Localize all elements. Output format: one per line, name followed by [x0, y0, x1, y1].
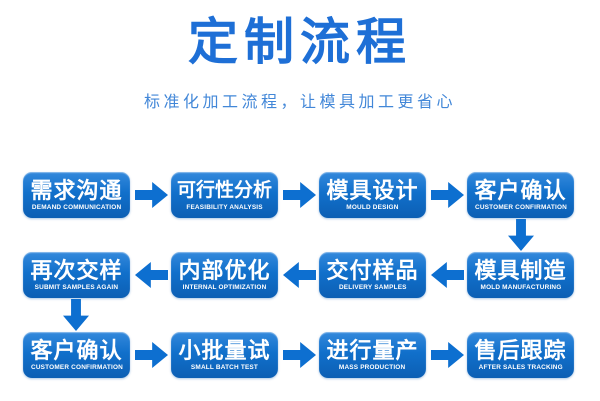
step-title: 交付样品 [326, 258, 419, 283]
step-title: 可行性分析 [176, 180, 272, 201]
step-title: 小批量试 [178, 338, 271, 363]
step-subtitle: MOULD DESIGN [346, 204, 399, 211]
step-submit-samples-again: 再次交样 SUBMIT SAMPLES AGAIN [23, 252, 130, 298]
arrow-right-icon [135, 182, 168, 208]
step-mould-design: 模具设计 MOULD DESIGN [319, 172, 426, 218]
step-subtitle: CUSTOMER CONFIRMATION [30, 364, 123, 371]
arrow-right-icon [283, 182, 316, 208]
step-subtitle: SMALL BATCH TEST [190, 364, 259, 371]
step-after-sales-tracking: 售后跟踪 AFTER SALES TRACKING [467, 332, 574, 378]
step-feasibility-analysis: 可行性分析 FEASIBILITY ANALYSIS [171, 172, 278, 218]
step-customer-confirmation-1: 客户确认 CUSTOMER CONFIRMATION [467, 172, 574, 218]
step-subtitle: DEMAND COMMUNICATION [31, 204, 122, 211]
step-title: 售后跟踪 [474, 338, 567, 363]
step-title: 客户确认 [30, 338, 123, 363]
step-title: 进行量产 [326, 338, 419, 363]
arrow-right-icon [283, 342, 316, 368]
step-mold-manufacturing: 模具制造 MOLD MANUFACTURING [467, 252, 574, 298]
step-subtitle: SUBMIT SAMPLES AGAIN [34, 284, 119, 291]
step-customer-confirmation-2: 客户确认 CUSTOMER CONFIRMATION [23, 332, 130, 378]
step-subtitle: DELIVERY SAMPLES [338, 284, 407, 291]
step-internal-optimization: 内部优化 INTERNAL OPTIMIZATION [171, 252, 278, 298]
step-subtitle: MOLD MANUFACTURING [480, 284, 561, 291]
step-demand-communication: 需求沟通 DEMAND COMMUNICATION [23, 172, 130, 218]
arrow-right-icon [431, 342, 464, 368]
step-title: 内部优化 [178, 258, 271, 283]
step-subtitle: MASS PRODUCTION [339, 364, 406, 371]
arrow-left-icon [135, 262, 168, 288]
arrow-left-icon [283, 262, 316, 288]
arrow-down-icon [63, 299, 89, 331]
step-title: 再次交样 [30, 258, 123, 283]
arrow-down-icon [508, 219, 534, 251]
arrow-right-icon [135, 342, 168, 368]
step-subtitle: CUSTOMER CONFIRMATION [474, 204, 567, 211]
step-subtitle: AFTER SALES TRACKING [478, 364, 563, 371]
step-title: 客户确认 [474, 178, 567, 203]
step-title: 模具制造 [474, 258, 567, 283]
arrow-left-icon [431, 262, 464, 288]
step-title: 需求沟通 [30, 178, 123, 203]
arrow-right-icon [431, 182, 464, 208]
page-subtitle: 标准化加工流程，让模具加工更省心 [143, 94, 456, 111]
step-subtitle: INTERNAL OPTIMIZATION [182, 284, 267, 291]
step-mass-production: 进行量产 MASS PRODUCTION [319, 332, 426, 378]
step-small-batch-test: 小批量试 SMALL BATCH TEST [171, 332, 278, 378]
step-subtitle: FEASIBILITY ANALYSIS [186, 204, 263, 211]
page-title: 定制流程 [188, 14, 412, 70]
step-delivery-samples: 交付样品 DELIVERY SAMPLES [319, 252, 426, 298]
step-title: 模具设计 [326, 178, 419, 203]
